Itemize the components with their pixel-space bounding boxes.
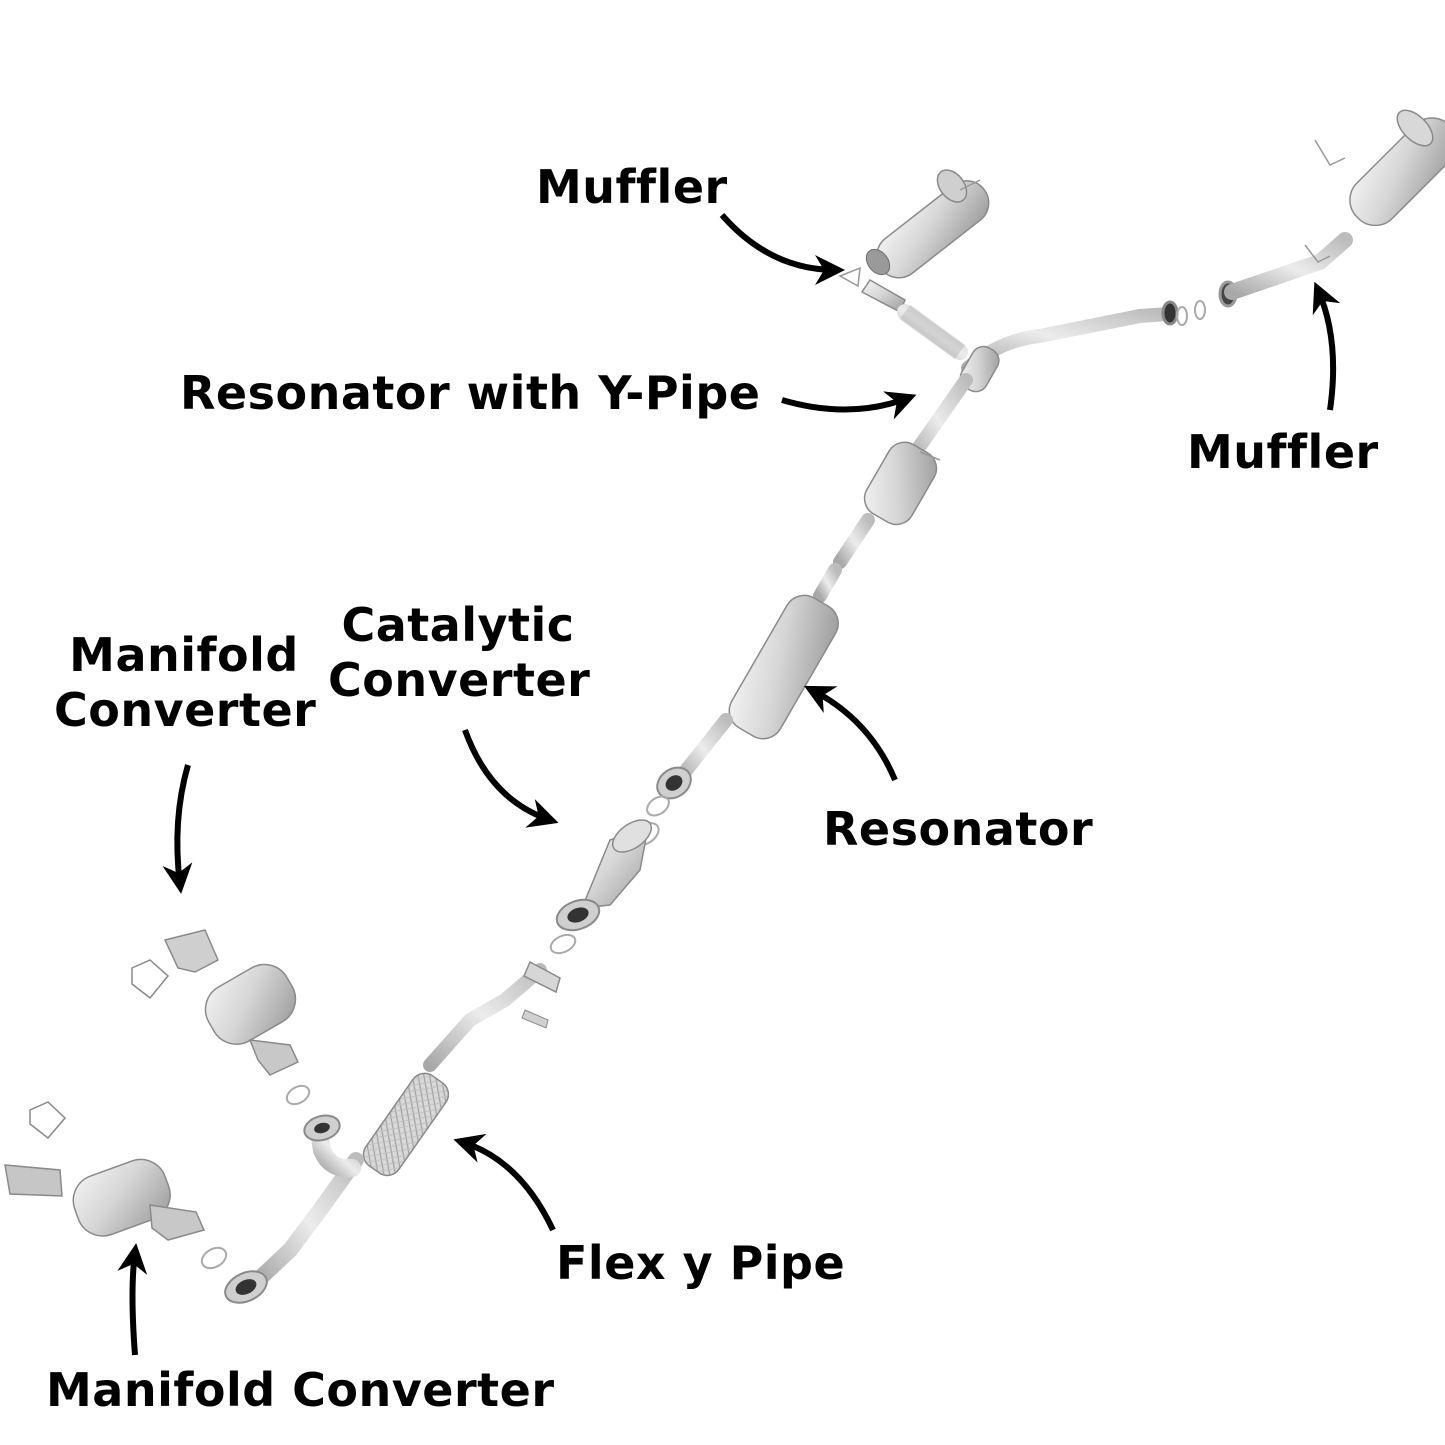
manifold-converter-upper-part bbox=[131, 929, 311, 1106]
label-manifold-converter-lower: Manifold Converter bbox=[46, 1363, 555, 1417]
label-manifold-converter-upper-line2: Converter bbox=[54, 683, 317, 738]
arrow-catalytic-converter bbox=[462, 728, 559, 828]
label-catalytic-converter-line1: Catalytic bbox=[341, 598, 575, 652]
arrow-manifold-converter-upper bbox=[162, 764, 193, 894]
arrow-manifold-converter-lower bbox=[117, 1243, 148, 1356]
label-catalytic-converter-line2: Converter bbox=[328, 653, 591, 708]
label-muffler-right: Muffler bbox=[1187, 425, 1379, 479]
arrow-resonator bbox=[804, 685, 898, 782]
label-muffler-left: Muffler bbox=[536, 160, 728, 214]
muffler-left-part bbox=[838, 169, 990, 314]
arrow-resonator-y-pipe bbox=[781, 391, 917, 420]
catalytic-converter-part bbox=[549, 795, 670, 955]
label-manifold-converter-upper: Manifold Converter bbox=[54, 628, 317, 738]
arrow-flex-y-pipe bbox=[453, 1133, 556, 1232]
label-resonator: Resonator bbox=[823, 802, 1094, 856]
muffler-right-part bbox=[1176, 109, 1445, 326]
label-manifold-converter-upper-line1: Manifold bbox=[69, 628, 299, 682]
label-catalytic-converter: Catalytic Converter bbox=[328, 598, 591, 708]
label-resonator-y-pipe: Resonator with Y-Pipe bbox=[180, 366, 761, 420]
arrow-muffler-right bbox=[1312, 281, 1341, 411]
resonator-part bbox=[656, 563, 842, 800]
manifold-converter-lower-part bbox=[4, 1101, 228, 1270]
y-pipe-part bbox=[833, 300, 1179, 569]
arrow-muffler-left bbox=[719, 213, 845, 285]
label-flex-y-pipe: Flex y Pipe bbox=[556, 1236, 846, 1290]
flex-y-pipe-part bbox=[224, 960, 561, 1304]
